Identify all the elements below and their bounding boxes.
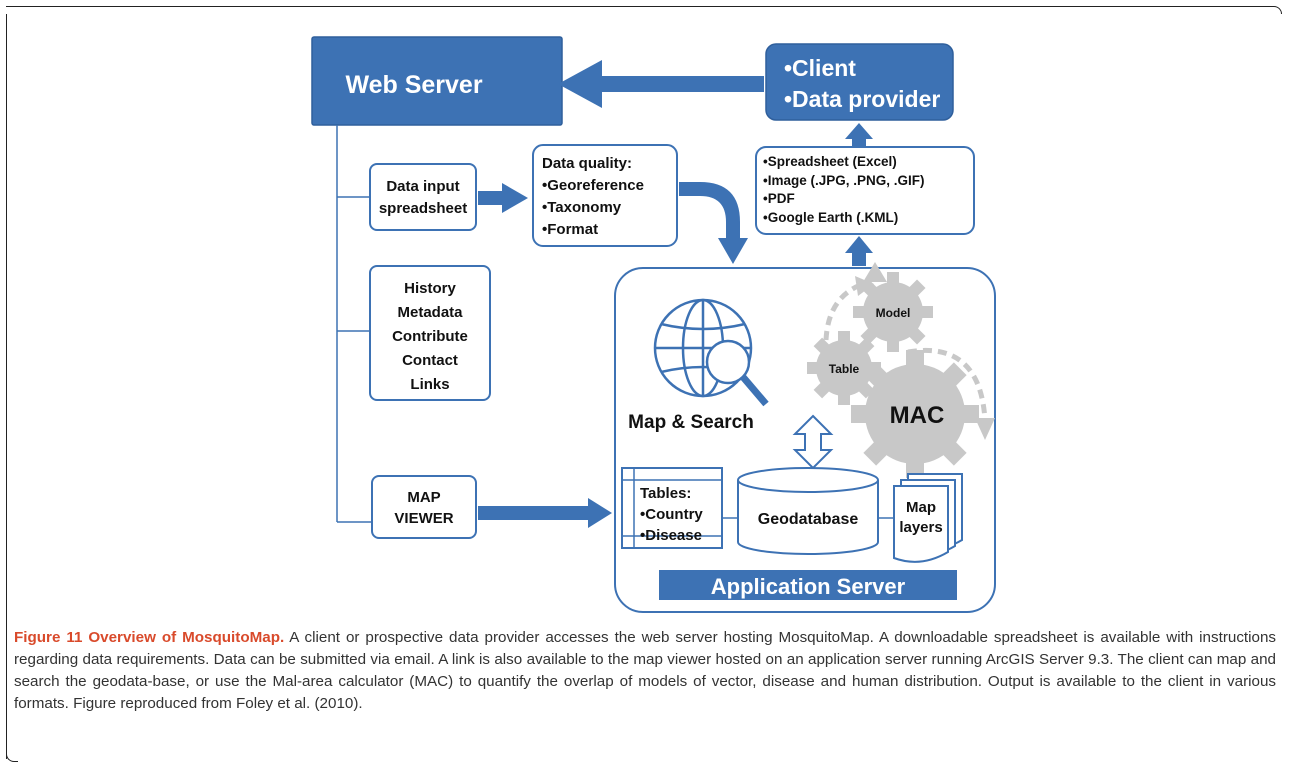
- output-kml: •Google Earth (.KML): [763, 210, 898, 225]
- map-viewer-box: MAP VIEWER: [371, 475, 477, 539]
- menu-links: Links: [410, 376, 449, 393]
- map-viewer-line2: VIEWER: [394, 510, 453, 527]
- table-gear: [807, 331, 881, 405]
- mac-label: MAC: [890, 402, 945, 429]
- menu-contribute: Contribute: [392, 328, 468, 345]
- figure-caption: Figure 11 Overview of MosquitoMap. A cli…: [14, 627, 1276, 715]
- georeference-item: •Georeference: [542, 177, 644, 194]
- client-label: •Client: [784, 55, 856, 81]
- client-box: •Client •Data provider: [765, 43, 954, 121]
- mosquitomap-diagram: Web Server •Client •Data provider Data i…: [311, 36, 996, 613]
- arrow-outputs-to-client: [845, 123, 873, 147]
- arrow-quality-to-app: [679, 182, 748, 264]
- map-search-label: Map & Search: [628, 412, 754, 433]
- menu-box: History Metadata Contribute Contact Link…: [369, 265, 491, 401]
- arrow-client-to-webserver: [558, 60, 764, 108]
- model-label: Model: [876, 306, 911, 320]
- web-server-box: Web Server: [311, 36, 563, 126]
- data-input-label: Data input: [386, 178, 459, 195]
- map-layers-line2: layers: [899, 519, 942, 536]
- tables-box: Tables: •Country •Disease: [621, 467, 723, 549]
- application-server-label: Application Server: [711, 574, 906, 599]
- map-layers-docs: [893, 473, 963, 563]
- menu-contact: Contact: [402, 352, 458, 369]
- map-layers-line1: Map: [906, 499, 936, 516]
- gears-icon: [807, 262, 995, 478]
- geodatabase-cylinder: [737, 467, 879, 555]
- table-label: Table: [829, 362, 860, 376]
- caption-title: Figure 11 Overview of MosquitoMap.: [14, 629, 285, 646]
- mac-gear: [851, 350, 979, 478]
- model-gear: [853, 272, 933, 352]
- data-input-box: Data input spreadsheet: [369, 163, 477, 231]
- output-image: •Image (.JPG, .PNG, .GIF): [763, 173, 925, 188]
- arrow-app-to-outputs: [845, 236, 873, 266]
- spreadsheet-label: spreadsheet: [379, 200, 467, 217]
- webserver-tree-lines: [336, 125, 372, 523]
- data-quality-box: Data quality: •Georeference •Taxonomy •F…: [532, 144, 678, 247]
- tables-disease: •Disease: [640, 527, 702, 544]
- menu-metadata: Metadata: [397, 304, 463, 321]
- arrow-viewer-to-app: [478, 498, 612, 528]
- tables-title: Tables:: [640, 485, 691, 502]
- web-server-label: Web Server: [345, 71, 482, 99]
- caption-body: A client or prospective data provider ac…: [14, 629, 1276, 712]
- data-quality-title: Data quality:: [542, 155, 632, 172]
- menu-history: History: [404, 280, 456, 297]
- data-provider-label: •Data provider: [784, 86, 940, 112]
- taxonomy-item: •Taxonomy: [542, 199, 622, 216]
- geodatabase-label: Geodatabase: [758, 511, 859, 528]
- format-item: •Format: [542, 221, 598, 238]
- map-viewer-line1: MAP: [407, 489, 440, 506]
- tables-country: •Country: [640, 506, 703, 523]
- arrow-input-to-quality: [478, 183, 528, 213]
- outputs-box: •Spreadsheet (Excel) •Image (.JPG, .PNG,…: [755, 146, 975, 235]
- output-pdf: •PDF: [763, 191, 795, 206]
- globe-search-icon: [653, 298, 769, 407]
- output-spreadsheet: •Spreadsheet (Excel): [763, 154, 897, 169]
